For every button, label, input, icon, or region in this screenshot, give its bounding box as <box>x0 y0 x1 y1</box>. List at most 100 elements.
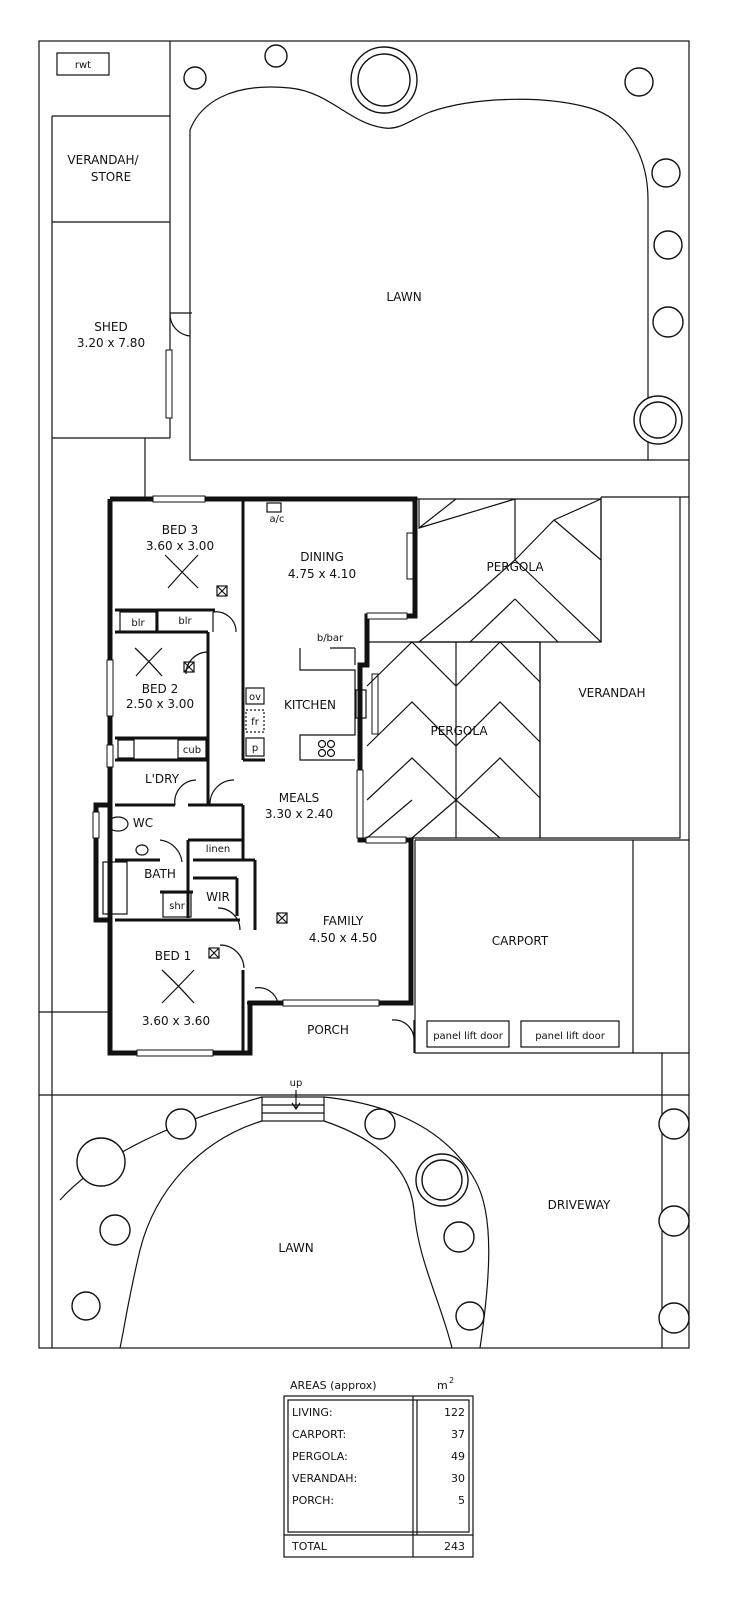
bed1-size: 3.60 x 3.60 <box>142 1014 210 1028</box>
p-label: p <box>252 743 258 754</box>
ac-label: a/c <box>270 514 285 525</box>
tree-icon <box>71 1291 101 1321</box>
detector-icon <box>276 912 288 924</box>
linen-label: linen <box>206 844 230 855</box>
bbar-label: b/bar <box>317 633 344 644</box>
door <box>209 779 235 806</box>
door <box>185 651 209 675</box>
blr2-label: blr <box>178 616 192 627</box>
door <box>219 944 245 969</box>
family-size: 4.50 x 4.50 <box>309 931 377 945</box>
blr1-label: blr <box>131 618 145 629</box>
tree-icon <box>455 1301 485 1331</box>
tree-icon <box>99 1214 131 1246</box>
areas-row-label: PORCH: <box>292 1494 334 1507</box>
verandah-store-label-2: STORE <box>91 170 131 184</box>
areas-table: AREAS (approx) m 2 LIVING: 122 CARPORT: … <box>283 1376 474 1558</box>
areas-unit: m <box>437 1379 448 1392</box>
dining-size: 4.75 x 4.10 <box>288 567 356 581</box>
panel-door-2-label: panel lift door <box>535 1031 606 1042</box>
tree-icon <box>624 67 654 97</box>
door <box>391 1019 415 1053</box>
carport-label: CARPORT <box>492 934 549 948</box>
detector-icon <box>208 947 220 959</box>
areas-total-label: TOTAL <box>291 1540 328 1553</box>
wir-label: WIR <box>206 890 230 904</box>
detector-icon <box>216 585 228 597</box>
ceiling-fan-icon <box>164 554 199 589</box>
areas-row-value: 122 <box>444 1406 465 1419</box>
panel-lift-door-1 <box>426 1020 510 1048</box>
dining-name: DINING <box>300 550 344 564</box>
rwt-label: rwt <box>75 60 91 71</box>
window <box>136 1049 214 1057</box>
tree-icon <box>658 1108 690 1140</box>
bed3-name: BED 3 <box>162 523 199 537</box>
window <box>92 811 100 839</box>
tree-icon <box>653 230 683 260</box>
window <box>366 612 408 620</box>
rear-lawn-label: LAWN <box>386 290 421 304</box>
front-steps <box>261 1096 325 1122</box>
wc-label: WC <box>133 816 153 830</box>
tree-icon <box>651 158 681 188</box>
window <box>106 659 114 717</box>
rear-lawn-outline <box>189 86 689 461</box>
tree-icon <box>350 46 418 114</box>
shed-name: SHED <box>94 320 127 334</box>
window <box>152 495 206 503</box>
rwt-box <box>56 52 110 76</box>
areas-row-value: 49 <box>451 1450 465 1463</box>
bed3-size: 3.60 x 3.00 <box>146 539 214 553</box>
window <box>406 532 414 580</box>
shed-window <box>165 349 173 419</box>
up-label: up <box>290 1078 303 1089</box>
verandah-label: VERANDAH <box>578 686 645 700</box>
tree-icon <box>415 1153 469 1207</box>
areas-total-value: 243 <box>444 1540 465 1553</box>
sink-icon <box>355 689 367 719</box>
tree-icon <box>183 66 207 90</box>
ldry-label: L'DRY <box>145 772 180 786</box>
areas-row-label: VERANDAH: <box>292 1472 357 1485</box>
panel-door-1-label: panel lift door <box>433 1031 504 1042</box>
tree-icon <box>652 306 684 338</box>
pergola-mid-outline <box>367 641 541 839</box>
cooktop-icon <box>317 739 336 758</box>
bath-label: BATH <box>144 867 176 881</box>
cub-label: cub <box>183 745 201 756</box>
areas-row-value: 30 <box>451 1472 465 1485</box>
ov-label: ov <box>249 692 261 703</box>
tree-icon <box>76 1137 126 1187</box>
tree-icon <box>364 1108 396 1140</box>
pergola-mid-label: PERGOLA <box>430 724 488 738</box>
window <box>365 836 407 844</box>
verandah-outline <box>539 496 689 839</box>
arrow-down-icon <box>291 1090 301 1111</box>
bed2-name: BED 2 <box>142 682 179 696</box>
shed-door <box>169 312 192 337</box>
meals-size: 3.30 x 2.40 <box>265 807 333 821</box>
meals-name: MEALS <box>279 791 319 805</box>
areas-row-label: CARPORT: <box>292 1428 346 1441</box>
areas-row-label: LIVING: <box>292 1406 333 1419</box>
fr-label: fr <box>251 717 260 728</box>
areas-row-value: 5 <box>458 1494 465 1507</box>
driveway-label: DRIVEWAY <box>548 1198 611 1212</box>
door <box>212 611 237 633</box>
tree-icon <box>658 1302 690 1334</box>
verandah-store-label-1: VERANDAH/ <box>67 153 139 167</box>
house-exterior-wall <box>93 496 418 1056</box>
window <box>282 999 380 1007</box>
window <box>106 744 114 768</box>
detector-icon <box>183 661 195 673</box>
pergola-top-label: PERGOLA <box>486 560 544 574</box>
tree-icon <box>165 1108 197 1140</box>
ceiling-fan-icon <box>161 969 195 1004</box>
areas-row-label: PERGOLA: <box>292 1450 348 1463</box>
bed2-size: 2.50 x 3.00 <box>126 697 194 711</box>
areas-title: AREAS (approx) <box>290 1379 377 1392</box>
door <box>159 839 183 863</box>
tree-icon <box>658 1205 690 1237</box>
